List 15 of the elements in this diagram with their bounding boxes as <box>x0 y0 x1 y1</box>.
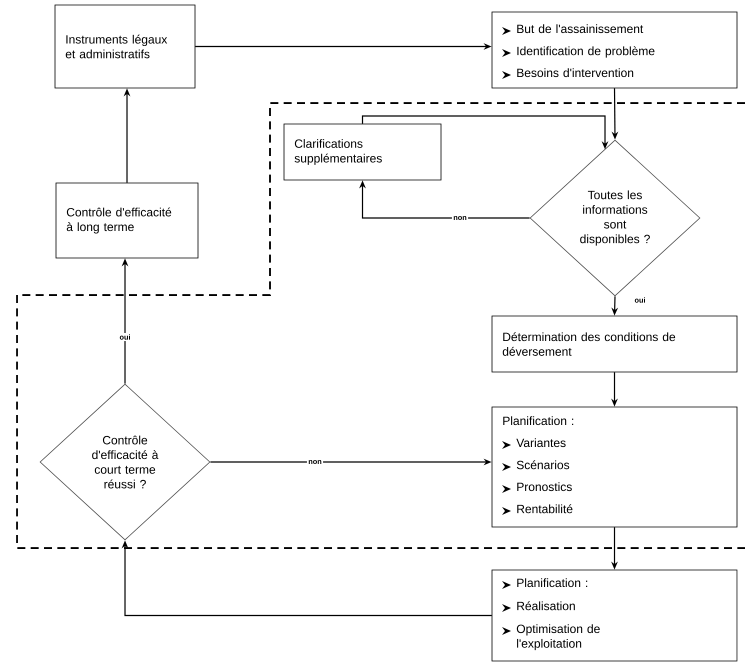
list-item: Scénarios <box>516 460 570 470</box>
process-box: Contrôle d'efficacité à long terme <box>56 182 198 258</box>
list-item: Réalisation <box>517 601 575 610</box>
list-item: Planification : <box>503 416 574 426</box>
list-item: Rentabilité <box>517 504 572 514</box>
list-item: Planification : <box>517 578 588 588</box>
list-item: Variantes <box>516 438 566 448</box>
process-box: Clarifications supplémentaires <box>284 124 442 180</box>
process-box: Détermination des conditions de déversement <box>492 316 738 372</box>
list-item: Pronostics <box>517 482 572 492</box>
list-item: But de l'assainissement <box>517 24 644 34</box>
list-item: Identification de problème <box>517 46 654 58</box>
list-item: Besoins d'intervention <box>517 68 634 78</box>
list-item: Optimisation de l'exploitation <box>516 624 600 650</box>
process-box: Instruments légaux et administratifs <box>54 4 196 88</box>
